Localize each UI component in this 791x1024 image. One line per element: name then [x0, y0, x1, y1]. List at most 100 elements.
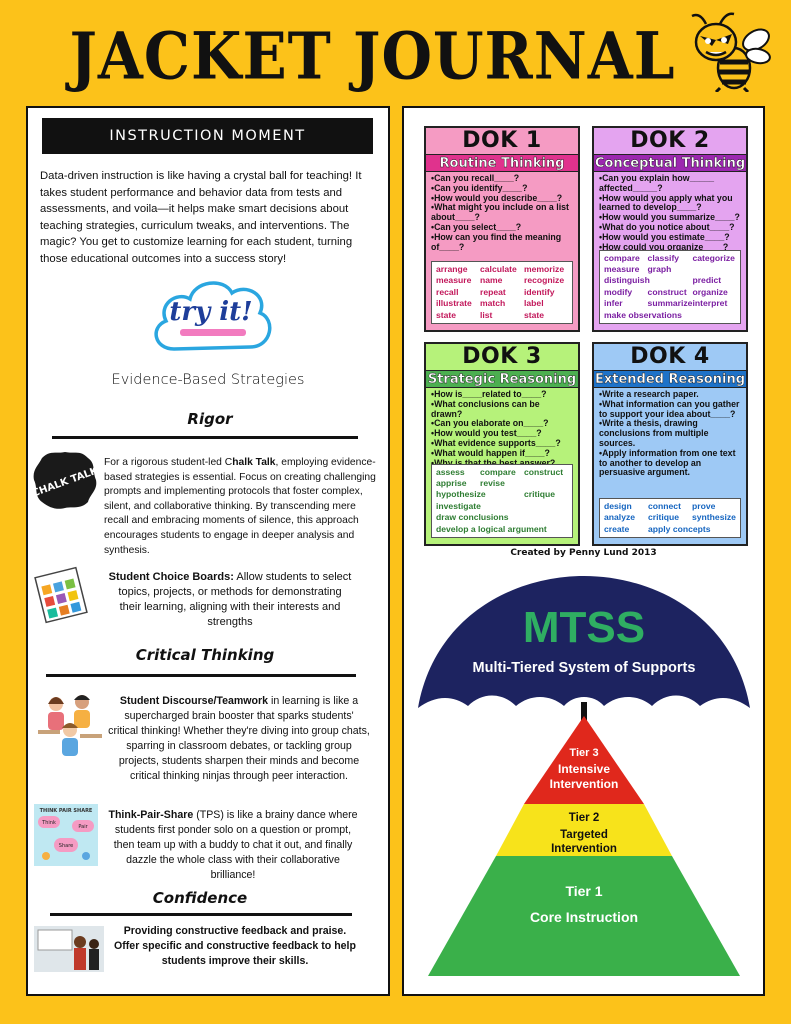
choice-boards-body: Allow students to select topics, project…	[118, 571, 352, 628]
choice-boards-paragraph: Student Choice Boards: Allow students to…	[108, 570, 352, 630]
dok-verb: identify	[524, 286, 555, 297]
critical-thinking-divider	[46, 674, 356, 677]
dok-verb	[524, 501, 568, 512]
tps-label-pair: Pair	[78, 824, 88, 830]
chalk-talk-body: , employing evidence-based strategies is…	[104, 457, 376, 556]
cloud-icon	[154, 281, 272, 351]
dok-verb: memorize	[524, 263, 565, 274]
discourse-bold: Student Discourse/Teamwork	[119, 695, 269, 707]
dok-verb: synthesize	[692, 512, 736, 523]
chalk-talk-badge-icon: CHALK TALK	[32, 452, 98, 509]
students-teamwork-image-icon	[38, 695, 102, 756]
dok-3-questions: •How is____related to____?•What conclusi…	[426, 388, 578, 468]
chalk-talk-bold: halk Talk	[232, 457, 276, 468]
dok-verb: create	[604, 523, 630, 534]
section-banner: INSTRUCTION MOMENT	[42, 118, 373, 154]
dok-verb: critique	[648, 512, 680, 523]
dok-verb: compare	[604, 252, 640, 263]
dok-question: •What conclusions can be drawn?	[431, 398, 540, 419]
dok-question: •Can you elaborate on____?	[431, 418, 549, 429]
dok-2-card: DOK 2 Conceptual Thinking •Can you expla…	[592, 126, 748, 332]
dok-verb: critique	[524, 489, 556, 500]
dok-verb: investigate	[436, 500, 481, 511]
dok-question: •What evidence supports____?	[431, 437, 561, 448]
dok-question: •How would you describe____?	[431, 192, 563, 203]
dok-verb: assess	[436, 466, 465, 477]
dok-verb: revise	[480, 477, 505, 488]
feedback-paragraph: Providing constructive feedback and prai…	[114, 925, 356, 967]
dok-verb: repeat	[480, 286, 506, 297]
chalk-talk-lead: For a rigorous student-led C	[104, 457, 233, 468]
dok-verb: measure	[436, 275, 472, 286]
dok-verb: analyze	[604, 512, 636, 523]
think-pair-share-image-icon: THINK PAIR SHARE Think Pair Share	[34, 804, 98, 866]
dok-1-questions: •Can you recall____?•Can you identify___…	[426, 172, 578, 252]
dok-question: •Can you identify____?	[431, 182, 528, 193]
dok-verb: make observations	[604, 309, 682, 320]
dok-question: •How could you organize____?	[599, 241, 729, 252]
dok-question: •How would you apply what you learned to…	[599, 192, 733, 213]
dok-question: •Write a research paper.	[599, 389, 699, 399]
evidence-based-strategies-heading: Evidence-Based Strategies	[111, 372, 305, 388]
dok-verb: categorize	[692, 252, 735, 263]
dok-verb: infer	[604, 298, 623, 309]
tier-1-desc: Core Instruction	[530, 909, 638, 925]
dok-verb: state	[436, 309, 457, 320]
dok-question: •Write a thesis, drawing conclusions fro…	[599, 418, 709, 448]
dok-question: •Can you recall____?	[431, 173, 520, 183]
think-pair-share-paragraph: Think-Pair-Share (TPS) is like a brainy …	[104, 808, 362, 883]
try-it-text: try it!	[169, 297, 253, 327]
dok-1-card: DOK 1 Routine Thinking •Can you recall__…	[424, 126, 580, 332]
try-it-badge: try it!	[146, 271, 276, 363]
discourse-paragraph: Student Discourse/Teamwork in learning i…	[108, 694, 370, 784]
tier-1-label: Tier 1	[565, 883, 602, 899]
dok-verb: connect	[648, 500, 681, 511]
dok-verb: measure	[604, 263, 640, 274]
dok-1-band: Routine Thinking	[426, 154, 578, 172]
tier-3-desc-2: Intervention	[550, 777, 619, 791]
dok-mtss-column: DOK 1 Routine Thinking •Can you recall__…	[402, 106, 765, 996]
tier-2-desc-2: Intervention	[551, 843, 617, 855]
dok-verb: list	[480, 309, 493, 320]
tier-3-band	[524, 716, 644, 804]
dok-question: •How would you estimate____?	[599, 231, 730, 242]
discourse-body: in learning is like a supercharged brain…	[108, 695, 370, 782]
mtss-diagram: MTSS Multi-Tiered System of Supports Tie…	[418, 576, 750, 976]
dok-question: •Can you explain how_____ affected_____?	[599, 173, 715, 193]
mtss-subtitle: Multi-Tiered System of Supports	[473, 660, 696, 676]
newsletter-title: JACKET JOURNAL	[69, 18, 676, 95]
dok-verb: apprise	[436, 477, 467, 488]
dok-verb: modify	[604, 286, 633, 297]
dok-verb: summarize	[647, 298, 693, 309]
dok-3-band: Strategic Reasoning	[426, 370, 578, 388]
tps-image-title: THINK PAIR SHARE	[40, 808, 93, 814]
dok-credit: Created by Penny Lund 2013	[510, 548, 657, 558]
dok-question: •How can you find the meaning of____?	[431, 231, 562, 252]
rigor-divider	[52, 436, 358, 439]
tier-2-band	[496, 804, 672, 856]
mtss-title: MTSS	[523, 603, 645, 652]
dok-verb: compare	[480, 466, 516, 477]
tier-3-label: Tier 3	[569, 747, 598, 759]
dok-verb: organize	[692, 286, 728, 297]
dok-verb: hypothesize	[436, 489, 486, 500]
dok-question: •Why is that the best answer?	[431, 458, 573, 469]
dok-question: •Apply information from one text to anot…	[599, 447, 736, 478]
dok-verb: name	[480, 275, 503, 286]
dok-verb: recognize	[524, 275, 565, 286]
dok-verb: label	[524, 298, 544, 309]
umbrella-canopy	[418, 576, 750, 708]
dok-verb: illustrate	[436, 298, 472, 309]
dok-question: •How is____related to____?	[431, 389, 547, 399]
tier-1-band	[428, 856, 740, 976]
teacher-feedback-image-icon	[34, 926, 104, 972]
dok-verb: prove	[692, 500, 716, 511]
tier-2-label: Tier 2	[569, 812, 599, 824]
dok-3-card: DOK 3 Strategic Reasoning •How is____rel…	[424, 342, 580, 546]
dok-question: •What might you include on a list about_…	[431, 202, 569, 223]
dok-2-questions: •Can you explain how_____ affected_____?…	[594, 172, 746, 252]
